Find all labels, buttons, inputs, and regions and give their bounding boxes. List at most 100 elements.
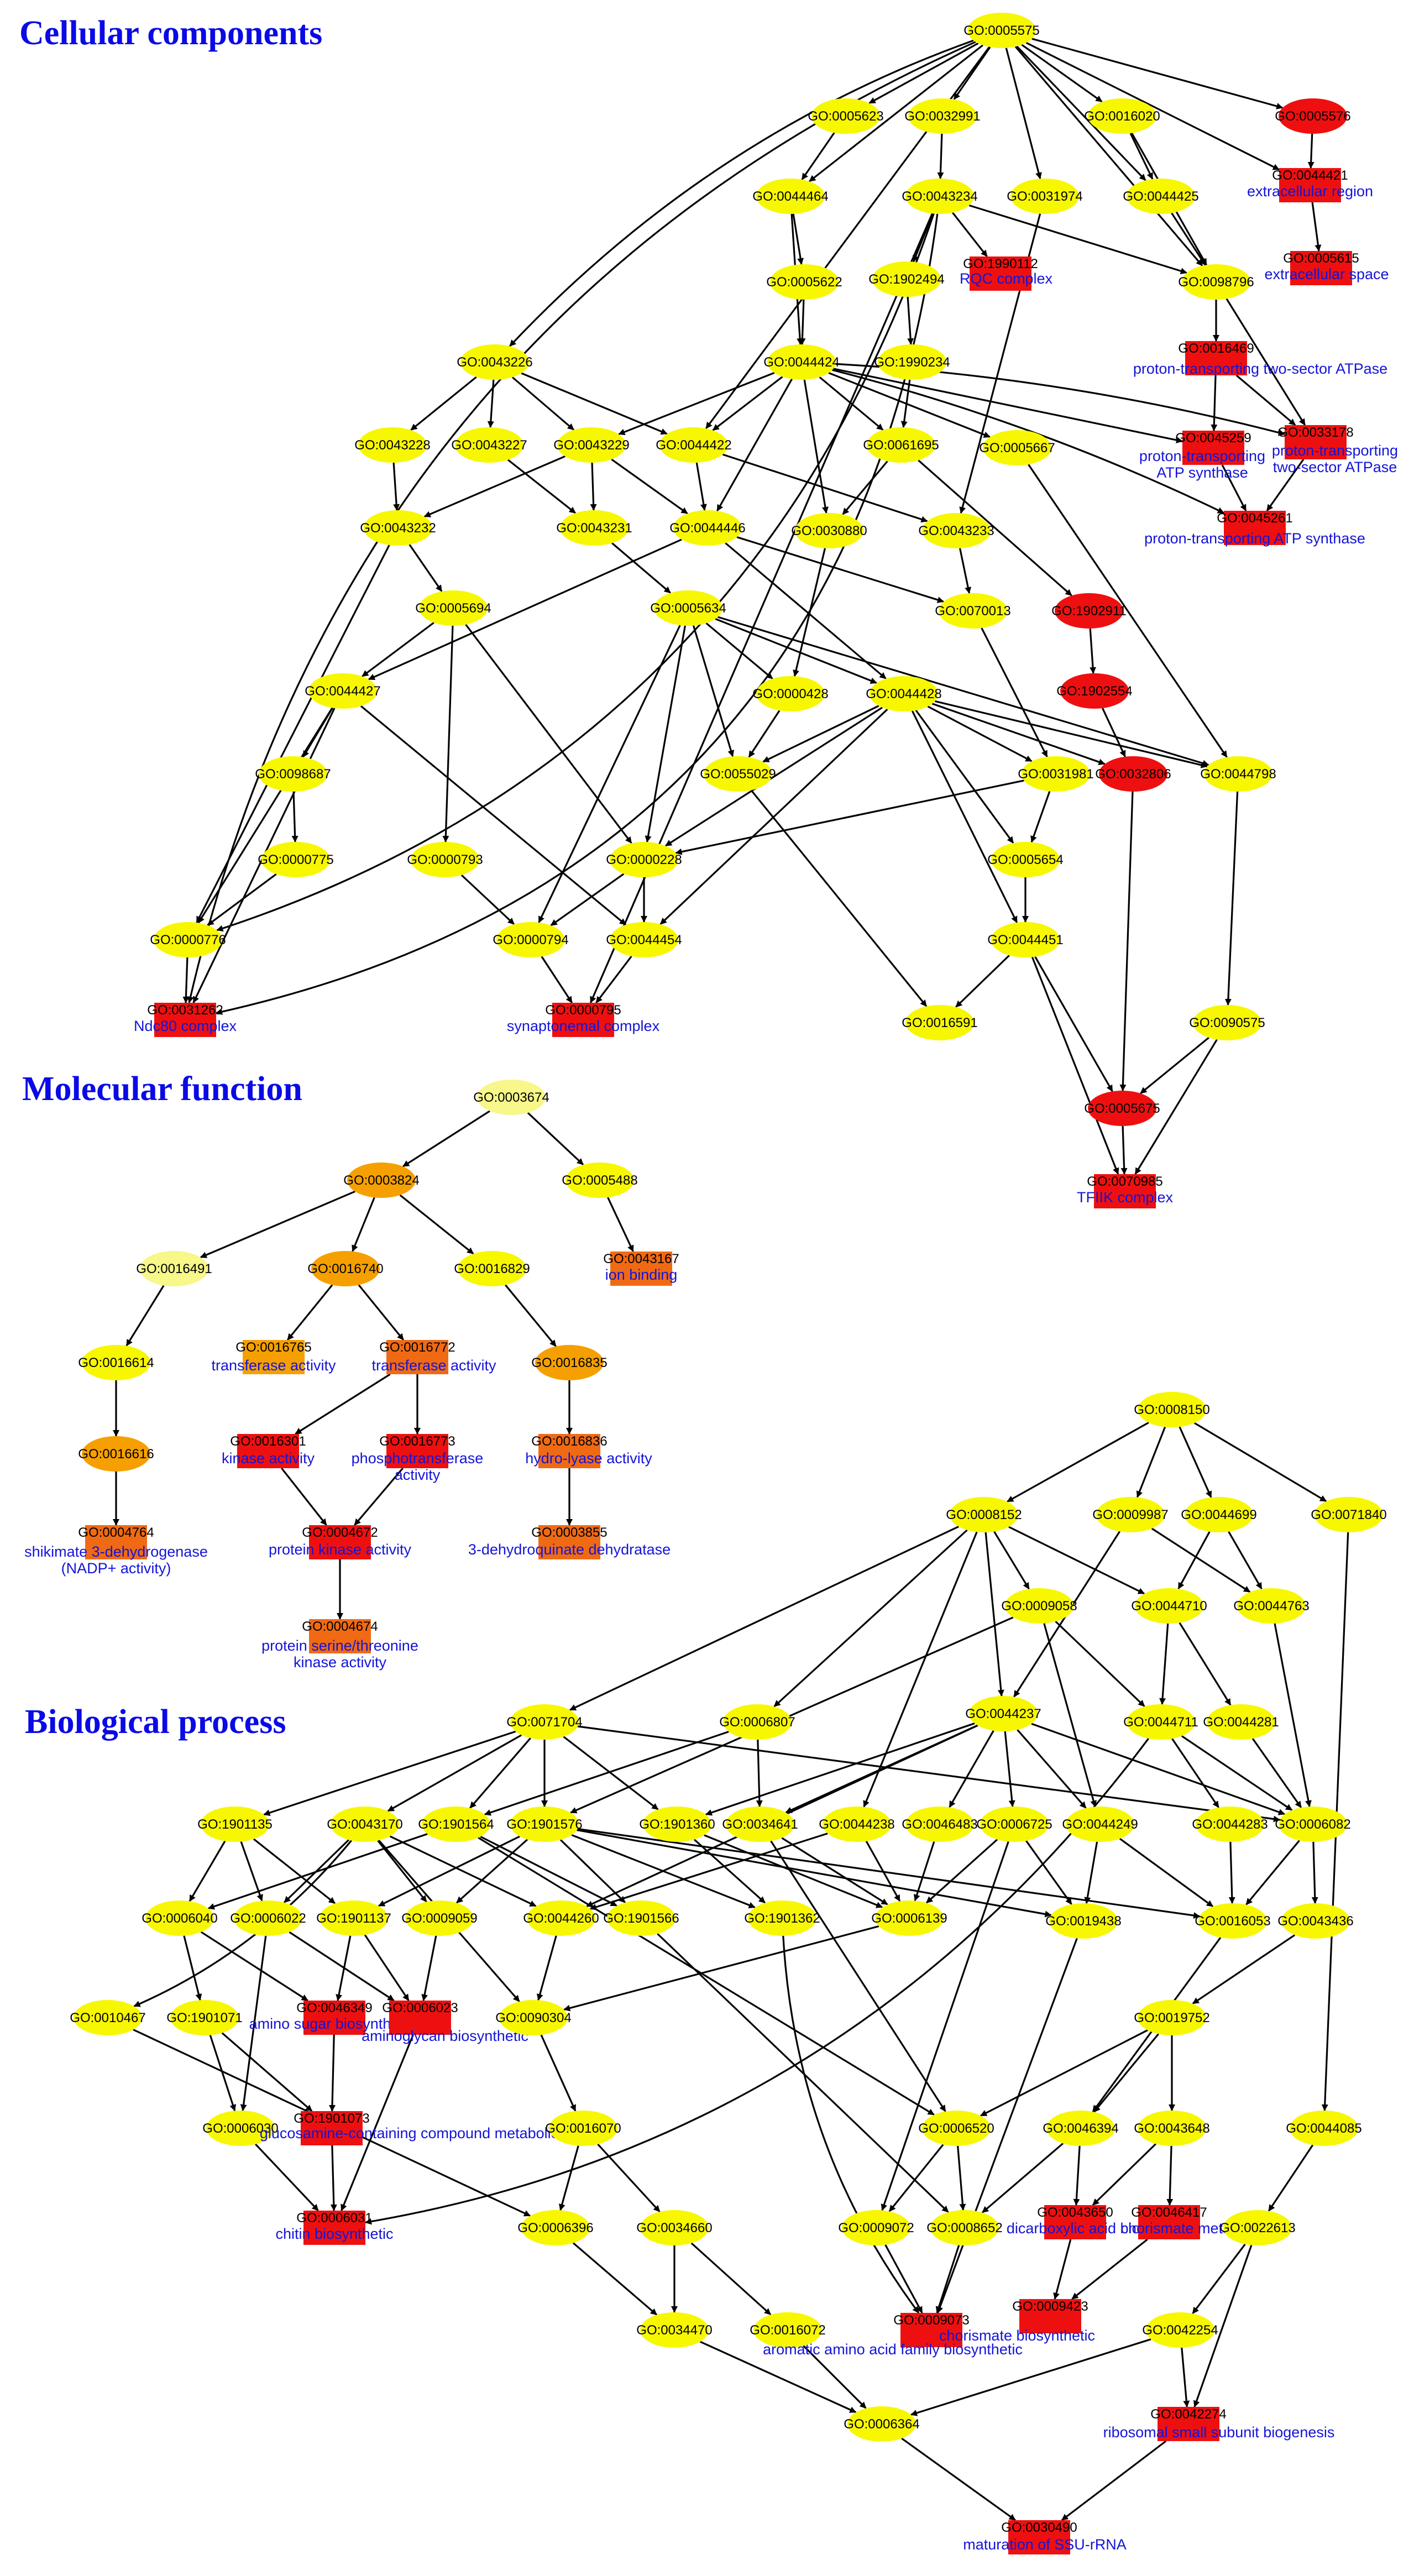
graph-edge	[511, 376, 575, 431]
graph-edge	[865, 1840, 901, 1902]
graph-edge	[1311, 202, 1322, 252]
go-id-label: GO:0006031	[296, 2211, 372, 2226]
go-term-node: GO:0016591	[902, 1005, 978, 1040]
go-term-node: GO:0044454	[606, 922, 682, 957]
graph-edge	[541, 956, 573, 1003]
go-id-label: GO:0009072	[838, 2221, 914, 2235]
graph-edge	[1311, 1841, 1318, 1904]
graph-edge	[705, 1722, 975, 1816]
term-ellipse	[610, 922, 678, 957]
graph-edge	[748, 710, 781, 758]
graph-edge	[693, 1839, 766, 1904]
go-term-node: GO:0044237	[965, 1696, 1041, 1731]
graph-edge	[915, 709, 1014, 844]
graph-edge	[1274, 1623, 1312, 1808]
go-id-label: GO:0019752	[1134, 2010, 1209, 2025]
graph-edge	[358, 1284, 405, 1341]
go-term-node: GO:0000794	[493, 922, 569, 957]
graph-edge	[289, 1931, 395, 2002]
go-id-label: GO:0009987	[1092, 1507, 1168, 1522]
graph-edge	[659, 708, 888, 925]
graph-edge	[699, 2341, 857, 2413]
edge-layer	[113, 38, 1349, 2521]
graph-edge	[207, 873, 277, 926]
go-id-label: GO:0043436	[1277, 1914, 1353, 1929]
go-term-node: GO:0044699	[1181, 1497, 1257, 1532]
term-ellipse	[320, 1900, 388, 1936]
go-id-label: GO:0000793	[407, 852, 483, 867]
graph-edge	[1025, 41, 1280, 171]
go-id-label: GO:0044711	[1123, 1715, 1198, 1730]
graph-edge	[1061, 2440, 1167, 2521]
term-ellipse	[499, 2000, 568, 2035]
term-ellipse	[496, 922, 565, 957]
term-ellipse	[1135, 1588, 1203, 1624]
graph-edge	[803, 379, 829, 514]
graph-edge	[409, 544, 443, 592]
go-term-node: GO:0043231	[556, 510, 632, 546]
term-ellipse	[1005, 1588, 1073, 1624]
go-id-label: GO:0016835	[531, 1355, 607, 1370]
go-id-label: GO:0016614	[78, 1355, 154, 1370]
graph-edge	[1179, 1426, 1212, 1498]
term-ellipse	[347, 1163, 416, 1198]
term-ellipse	[607, 1900, 675, 1936]
graph-edge	[952, 212, 988, 257]
go-id-label: GO:0005623	[808, 109, 883, 124]
go-term-node: GO:0034641	[722, 1807, 798, 1842]
graph-edge	[736, 536, 944, 603]
graph-edge	[712, 376, 783, 431]
go-id-label: GO:0000794	[493, 933, 568, 947]
go-id-label: GO:0005622	[766, 275, 842, 290]
term-box	[1290, 251, 1352, 285]
graph-edge	[255, 2143, 319, 2212]
term-ellipse	[458, 1251, 526, 1286]
go-id-label: GO:0044422	[656, 438, 731, 453]
graph-edge	[705, 622, 773, 679]
go-term-node: GO:1901566	[603, 1900, 679, 1936]
go-id-label: GO:0000228	[606, 852, 682, 867]
graph-edge	[216, 213, 935, 932]
go-id-label: GO:0016829	[454, 1261, 530, 1276]
graph-edge	[957, 2145, 966, 2211]
graph-edge	[577, 1828, 1201, 1919]
graph-edge	[953, 46, 991, 100]
graph-edge	[1235, 374, 1296, 426]
graph-edge	[984, 1532, 1004, 1697]
term-box	[1285, 425, 1347, 459]
term-ellipse	[922, 513, 991, 548]
graph-edge	[842, 460, 888, 515]
go-term-node: GO:0044427	[305, 673, 381, 709]
graph-edge	[392, 462, 400, 511]
go-id-label: GO:0000776	[150, 933, 226, 947]
go-term-description: protein serine/threonine	[261, 1637, 418, 1654]
go-term-node: GO:0043226	[457, 344, 533, 380]
go-term-node: GO:0005576	[1275, 98, 1351, 134]
go-id-label: GO:0006040	[142, 1911, 217, 1926]
go-id-label: GO:0070013	[935, 604, 1010, 619]
graph-edge	[1177, 1531, 1211, 1590]
term-ellipse	[308, 673, 377, 709]
term-ellipse	[234, 1900, 302, 1936]
go-id-label: GO:1901360	[639, 1817, 715, 1832]
go-term-node: GO:0000228	[606, 842, 682, 877]
go-term-node: GO:0044446	[669, 510, 746, 546]
graph-edge	[1043, 1623, 1097, 1808]
go-id-label: GO:0004674	[302, 1619, 378, 1634]
go-id-label: GO:0009059	[401, 1911, 477, 1926]
term-box	[85, 1525, 147, 1559]
term-ellipse	[1290, 2111, 1358, 2146]
term-ellipse	[643, 1807, 711, 1842]
go-term-node: GO:0044238	[819, 1807, 895, 1842]
term-box	[309, 1525, 371, 1559]
go-id-label: GO:0006396	[517, 2221, 593, 2235]
term-box	[538, 1525, 600, 1559]
go-id-label: GO:0043231	[556, 521, 632, 536]
